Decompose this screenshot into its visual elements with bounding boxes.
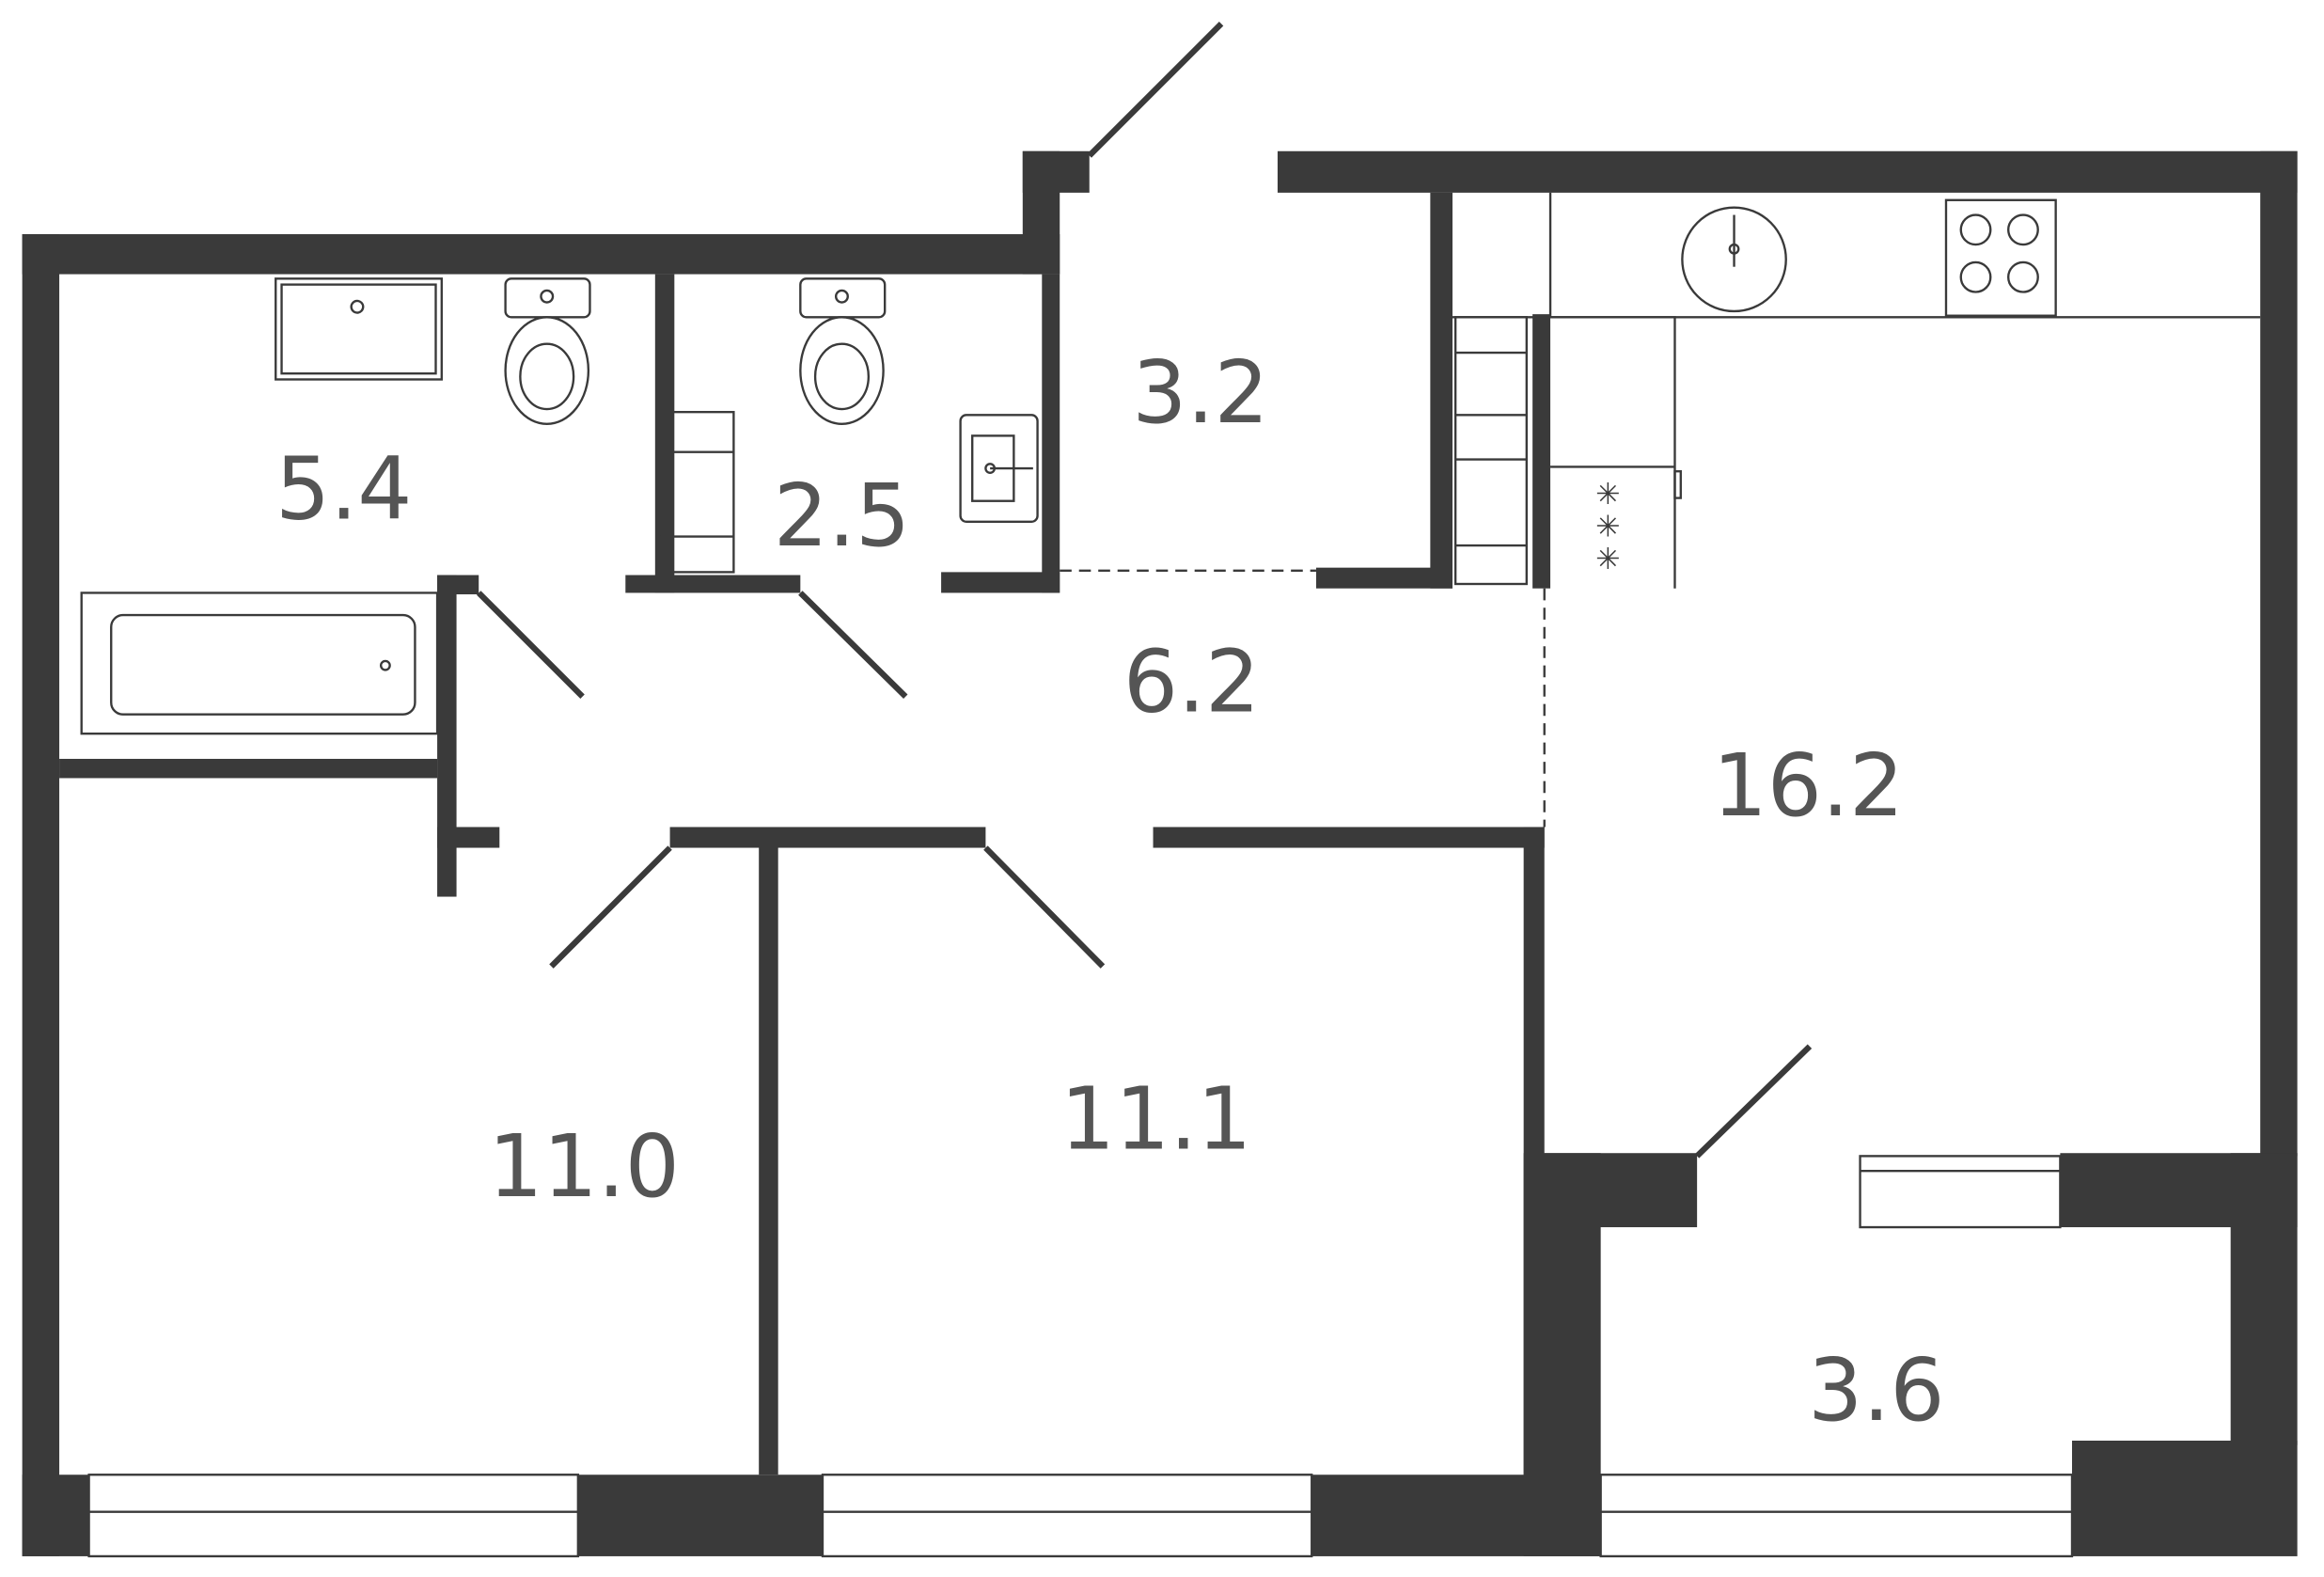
fixtures: ✳ ✳ ✳: [80, 192, 2261, 735]
fridge-icon: ✳ ✳ ✳: [1595, 478, 1620, 576]
svg-text:✳: ✳: [1595, 511, 1620, 544]
toilet-icon: [504, 277, 591, 425]
area-label-bedroom-1: 11.0: [488, 1116, 680, 1217]
toilet-icon: [799, 277, 887, 425]
area-label-kitchen-living: 16.2: [1713, 735, 1905, 836]
washbasin-icon: [959, 414, 1039, 523]
svg-text:✳: ✳: [1595, 478, 1620, 512]
bathtub-icon: [80, 591, 439, 735]
kitchen-counter: [1452, 192, 2261, 589]
area-label-bathroom: 5.4: [275, 439, 412, 540]
svg-text:✳: ✳: [1595, 543, 1620, 576]
stove-icon: [1944, 198, 2057, 317]
area-label-entrance: 3.2: [1132, 342, 1268, 443]
area-label-corridor: 6.2: [1123, 632, 1260, 733]
area-label-toilet: 2.5: [774, 465, 910, 566]
wardrobe-icon: [658, 410, 735, 574]
area-label-bedroom-2: 11.1: [1060, 1069, 1252, 1170]
area-labels: 5.4 2.5 3.2 6.2 16.2 11.0 11.1 3.6: [275, 342, 1945, 1441]
kitchen-sink-icon: [1681, 206, 1787, 313]
sink-icon: [275, 277, 443, 381]
walls: [22, 150, 2298, 1556]
doors: [476, 21, 1813, 1159]
area-label-balcony: 3.6: [1808, 1340, 1944, 1441]
wardrobe-icon: [1453, 316, 1529, 586]
windows: [87, 1155, 2074, 1558]
